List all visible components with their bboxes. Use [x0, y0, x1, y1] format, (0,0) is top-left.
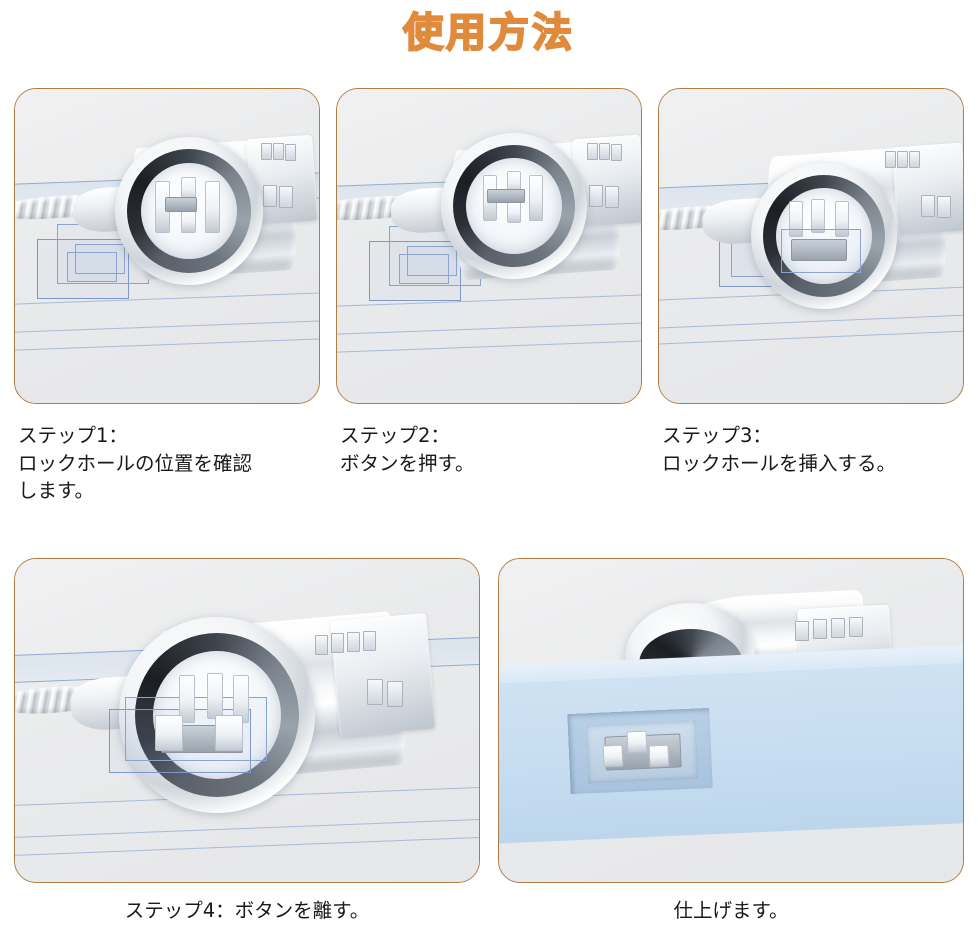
t-bar-center-retracted [487, 189, 525, 203]
combination-dial [831, 618, 845, 638]
step-image-3 [658, 88, 964, 404]
combination-dial [279, 186, 293, 208]
t-bar-pin [205, 181, 220, 233]
combination-dial [285, 144, 296, 161]
scene-5 [499, 559, 963, 882]
t-bar-pin [507, 201, 521, 223]
scene-2 [337, 89, 641, 403]
steps-row-bottom: ステップ4：ボタンを離す。 [14, 558, 964, 925]
step-card-5: 仕上げます。 [498, 558, 964, 925]
t-bar-center [165, 197, 197, 212]
scene-1 [15, 89, 319, 403]
t-bar-pin [789, 201, 803, 237]
lock-keypad-housing [330, 613, 436, 737]
t-bar-expanded-arm [215, 715, 243, 751]
step-image-4 [14, 558, 480, 883]
page-header: 使用方法 [0, 2, 978, 64]
steps-row-top: ステップ1： ロックホールの位置を確認 します。 [14, 88, 964, 505]
step-caption-3: ステップ3： ロックホールを挿入する。 [662, 424, 897, 475]
step-card-4: ステップ4：ボタンを離す。 [14, 558, 480, 925]
combination-dial [921, 195, 935, 217]
scene-4 [15, 559, 479, 882]
step-caption-1: ステップ1： ロックホールの位置を確認 します。 [18, 424, 253, 503]
combination-dial [331, 633, 344, 653]
t-bar-pin [648, 744, 670, 768]
combination-dial [937, 196, 951, 218]
combination-dial [813, 619, 827, 639]
t-bar-pin [602, 744, 624, 768]
step-card-3: ステップ3： ロックホールを挿入する。 [658, 88, 964, 505]
combination-dial [587, 143, 598, 160]
t-bar-engaged [791, 239, 847, 261]
combination-dial [885, 151, 896, 168]
combination-dial [589, 185, 603, 207]
combination-dial [363, 631, 376, 651]
combination-dial [897, 151, 908, 168]
combination-dial [849, 617, 863, 637]
t-bar-pin [207, 673, 223, 719]
t-bar-pin [179, 675, 195, 723]
step-image-1 [14, 88, 320, 404]
t-bar-pin [811, 199, 825, 233]
slot-wireframe-inner-depth [75, 244, 125, 274]
combination-dial [263, 185, 277, 207]
combination-dial [795, 621, 809, 641]
combination-dial [387, 681, 403, 707]
t-bar-pin [626, 730, 648, 754]
step-caption-5: 仕上げます。 [673, 899, 789, 922]
slot-wireframe-outer [37, 239, 129, 299]
combination-dial [261, 143, 272, 160]
combination-dial [315, 635, 328, 655]
step-image-2 [336, 88, 642, 404]
combination-dial [367, 679, 383, 705]
combination-dial [273, 143, 284, 160]
page-title: 使用方法 [402, 10, 575, 56]
t-bar-expanded-arm [155, 715, 183, 751]
step-caption-4: ステップ4：ボタンを離す。 [124, 899, 370, 922]
combination-dial [599, 143, 610, 160]
step-card-2: ステップ2： ボタンを押す。 [336, 88, 642, 505]
combination-dial [909, 151, 920, 168]
step-card-1: ステップ1： ロックホールの位置を確認 します。 [14, 88, 320, 505]
t-bar-pin [835, 201, 849, 237]
slot-wireframe-inner-depth [407, 246, 457, 276]
slot-wireframe-outer [369, 241, 461, 301]
combination-dial [611, 144, 622, 161]
scene-3 [659, 89, 963, 403]
combination-dial [605, 186, 619, 208]
step-caption-2: ステップ2： ボタンを押す。 [340, 424, 475, 475]
step-image-5 [498, 558, 964, 883]
t-bar-pin [529, 175, 543, 221]
t-bar-pin [181, 209, 196, 233]
combination-dial [347, 632, 360, 652]
